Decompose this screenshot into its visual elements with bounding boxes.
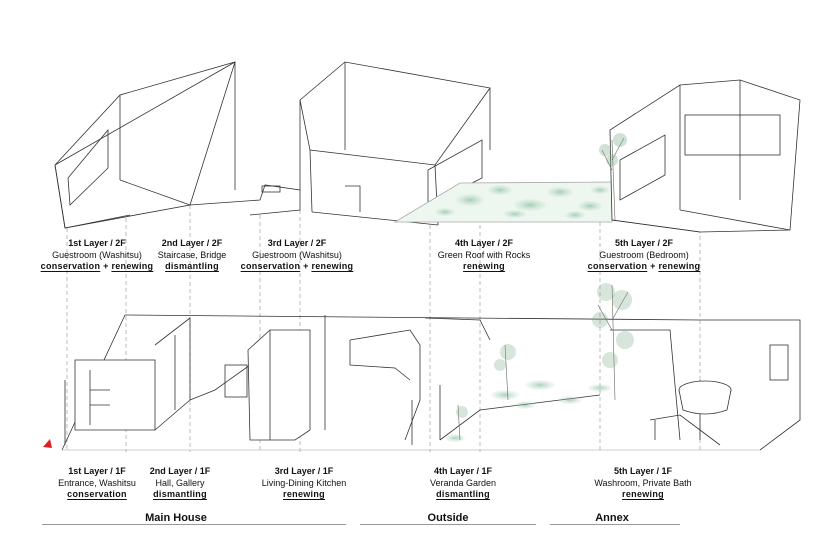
layer-room: Hall, Gallery [155, 477, 205, 488]
layer-title: 2nd Layer / 1F [149, 466, 211, 476]
label-layer-5-2f: 5th Layer / 2F Guestroom (Bedroom) conse… [588, 238, 701, 273]
label-layer-1-2f: 1st Layer / 2F Guestroom (Washitsu) cons… [41, 238, 154, 273]
layer-action: dismantling [153, 489, 207, 499]
label-layer-3-1f: 3rd Layer / 1F Living-Dining Kitchen ren… [262, 466, 347, 501]
green-roof-dots [435, 185, 609, 219]
layer-room: Guestroom (Bedroom) [599, 249, 689, 260]
label-layer-4-2f: 4th Layer / 2F Green Roof with Rocks ren… [438, 238, 531, 273]
layer-title: 5th Layer / 2F [614, 238, 674, 248]
layer-action: renewing [283, 489, 325, 499]
north-marker-icon [43, 439, 52, 448]
label-layer-3-2f: 3rd Layer / 2F Guestroom (Washitsu) cons… [241, 238, 354, 273]
layer-room: Entrance, Washitsu [58, 477, 136, 488]
layer-action: dismantling [436, 489, 490, 499]
label-layer-2-2f: 2nd Layer / 2F Staircase, Bridge dismant… [158, 238, 227, 273]
section-main-house: Main House [145, 512, 207, 524]
layer-title: 4th Layer / 2F [454, 238, 514, 248]
layer-title: 2nd Layer / 2F [161, 238, 223, 248]
layer-action: conservation + renewing [40, 261, 154, 271]
label-layer-5-1f: 5th Layer / 1F Washroom, Private Bath re… [594, 466, 691, 501]
layer-action: conservation + renewing [587, 261, 701, 271]
upper-floor-drawing [54, 61, 801, 233]
layer-action: renewing [463, 261, 505, 271]
layer-title: 5th Layer / 1F [613, 466, 673, 476]
layer-title: 1st Layer / 1F [68, 466, 126, 476]
veranda-garden-dots [445, 380, 612, 442]
layer-room: Veranda Garden [429, 477, 497, 488]
section-divider-main-house [42, 524, 346, 525]
layer-room: Washroom, Private Bath [594, 477, 692, 488]
trees-lower [456, 283, 634, 441]
layer-room: Guestroom (Washitsu) [252, 249, 342, 260]
label-layer-2-1f: 2nd Layer / 1F Hall, Gallery dismantling [150, 466, 211, 501]
layer-title: 1st Layer / 2F [68, 238, 126, 248]
layer-title: 3rd Layer / 2F [267, 238, 327, 248]
layer-room: Green Roof with Rocks [437, 249, 531, 260]
section-divider-annex [550, 524, 680, 525]
layer-action: renewing [622, 489, 664, 499]
label-layer-4-1f: 4th Layer / 1F Veranda Garden dismantlin… [430, 466, 496, 501]
layer-action: dismantling [165, 261, 219, 271]
layer-action: conservation + renewing [240, 261, 354, 271]
layer-action: conservation [67, 489, 127, 499]
lower-floor-drawing [61, 314, 801, 451]
section-outside: Outside [427, 512, 469, 524]
section-annex: Annex [595, 512, 629, 524]
tree-upper [599, 133, 627, 221]
layer-room: Staircase, Bridge [157, 249, 227, 260]
layer-room: Guestroom (Washitsu) [52, 249, 142, 260]
layer-room: Living-Dining Kitchen [261, 477, 347, 488]
label-layer-1-1f: 1st Layer / 1F Entrance, Washitsu conser… [58, 466, 136, 501]
layer-title: 3rd Layer / 1F [274, 466, 334, 476]
section-divider-outside [360, 524, 536, 525]
layer-title: 4th Layer / 1F [433, 466, 493, 476]
